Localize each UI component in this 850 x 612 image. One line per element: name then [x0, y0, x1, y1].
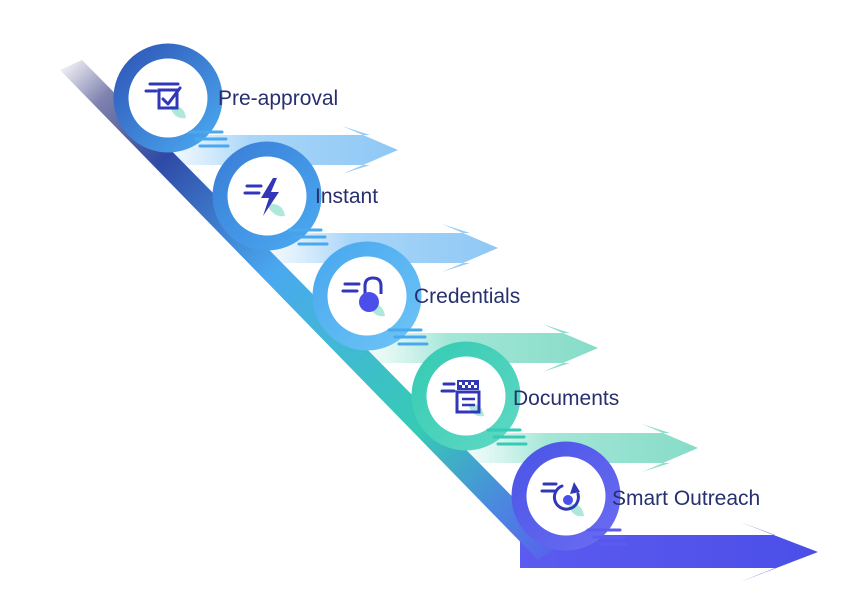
step-label-pre-approval: Pre-approval [218, 87, 338, 110]
ring-documents [411, 341, 521, 451]
padlock-icon [341, 276, 385, 317]
step-label-documents: Documents [513, 387, 619, 410]
document-stack-icon [440, 380, 484, 417]
step-label-credentials: Credentials [414, 285, 520, 308]
step-labels: Pre-approval Instant Credentials Documen… [218, 87, 760, 510]
ring-pre-approval [113, 43, 223, 153]
outreach-icon [540, 482, 584, 517]
step-label-smart-outreach: Smart Outreach [612, 487, 760, 510]
lightning-bolt-icon [243, 178, 285, 217]
checklist-icon [144, 82, 186, 119]
step-label-instant: Instant [315, 185, 378, 208]
ring-stripes [188, 130, 628, 546]
